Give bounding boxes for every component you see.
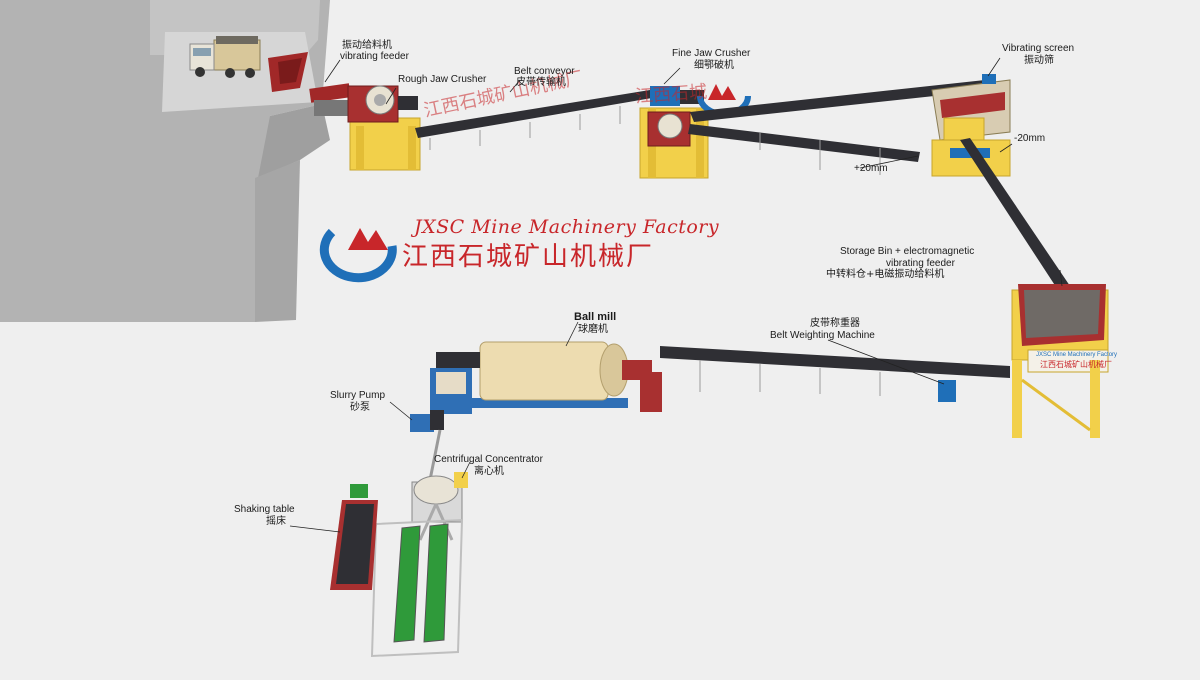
label-vibrating-feeder-en: vibrating feeder [340,51,409,62]
label-fine-jaw-crusher-cn: 细鄂破机 [694,60,734,71]
vibrating-screen [931,74,1011,177]
label-storage-bin-cn: 中转料仓+电磁振动给料机 [826,269,945,280]
label-plus-20mm: +20mm [854,163,888,174]
leader-lines [289,57,1063,533]
dump-truck [189,36,261,78]
brand-name-cn: 江西石城矿山机械厂 [402,242,655,272]
belt-conveyor-1 [415,90,652,150]
green-sluices [370,518,464,658]
label-ball-mill-en: Ball mill [574,311,617,323]
fine-jaw-crusher [639,86,709,179]
label-fine-jaw-crusher-en: Fine Jaw Crusher [672,48,751,59]
label-belt-conveyor-cn: 皮带传输机 [516,77,566,88]
belt-weighting-conveyor [660,346,1010,402]
label-vibrating-screen-cn: 振动筛 [1024,55,1054,66]
storage-bin [1011,284,1109,438]
brand-logo [319,228,397,283]
label-belt-weighting-en: Belt Weighting Machine [770,330,875,341]
shaking-table [330,484,378,590]
slurry-pump [410,410,444,481]
quarry-platform [0,0,330,322]
storage-bin-plate-en: JXSC Mine Machinery Factory [1036,352,1118,358]
label-ball-mill-cn: 球磨机 [578,324,608,335]
label-slurry-pump-cn: 砂泵 [350,402,370,413]
label-rough-jaw-crusher: Rough Jaw Crusher [398,74,487,85]
feed-hopper [268,52,351,116]
label-slurry-pump-en: Slurry Pump [330,390,386,401]
label-storage-bin-en-1: Storage Bin + electromagnetic [840,246,975,257]
label-minus-20mm: -20mm [1014,133,1046,144]
belt-conveyor-3 [960,138,1070,290]
watermark-text-right: 江西石城 [634,81,708,108]
label-storage-bin-en-2: vibrating feeder [886,258,955,269]
label-vibrating-screen-en: Vibrating screen [1002,43,1075,54]
rough-jaw-crusher [347,85,421,171]
label-belt-weighting-cn: 皮带称重器 [810,318,860,329]
label-belt-conveyor-en: Belt conveyor [514,66,575,77]
centrifugal-concentrator [411,472,468,541]
belt-conveyor-2 [688,80,990,175]
brand-name-en: JXSC Mine Machinery Factory [414,216,720,238]
label-centrifugal-concentrator-en: Centrifugal Concentrator [434,454,543,465]
ball-mill [430,341,662,414]
label-shaking-table-en: Shaking table [234,504,295,515]
storage-bin-plate-cn: 江西石城矿山机械厂 [1040,360,1112,369]
label-shaking-table-cn: 摇床 [266,516,286,527]
label-centrifugal-concentrator-cn: 离心机 [474,466,504,477]
label-vibrating-feeder-cn: 振动给料机 [342,40,392,51]
